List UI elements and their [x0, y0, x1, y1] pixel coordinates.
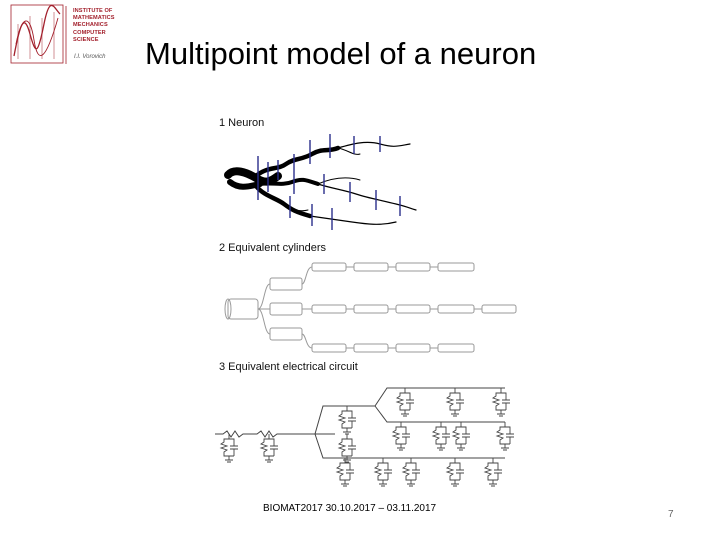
rc-unit — [445, 458, 464, 487]
institute-logo — [10, 4, 134, 66]
rc-unit — [445, 388, 464, 417]
panel-caption-neuron: 1 Neuron — [219, 117, 265, 129]
circuit-drawing — [215, 387, 514, 487]
logo-line: COMPUTER — [73, 29, 106, 36]
panel-caption-cylinders: 2 Equivalent cylinders — [219, 242, 327, 254]
logo-signature: I.I. Vorovich — [74, 54, 106, 60]
rc-unit — [431, 422, 450, 451]
cylinders-drawing — [224, 262, 517, 353]
panel-caption-circuit: 3 Equivalent electrical circuit — [219, 361, 358, 373]
neuron-drawing — [224, 134, 417, 230]
rc-unit — [337, 434, 356, 463]
page-number: 7 — [668, 509, 674, 520]
rc-unit — [395, 388, 414, 417]
rc-unit — [401, 458, 420, 487]
logo-line: MECHANICS — [73, 22, 108, 29]
rc-unit — [373, 458, 392, 487]
footer-text: BIOMAT2017 30.10.2017 – 03.11.2017 — [263, 503, 437, 514]
rc-unit — [337, 406, 356, 435]
logo-line: SCIENCE — [73, 36, 99, 43]
rc-unit — [335, 458, 354, 487]
logo-line: MATHEMATICS — [73, 15, 115, 22]
rc-unit — [219, 434, 238, 463]
rc-unit — [483, 458, 502, 487]
slide-title: Multipoint model of a neuron — [145, 36, 537, 71]
rc-unit — [451, 422, 470, 451]
logo-line: INSTITUTE OF — [73, 8, 113, 14]
rc-unit — [391, 422, 410, 451]
rc-unit — [495, 422, 514, 451]
rc-unit — [259, 434, 278, 463]
logo-text: INSTITUTE OF MATHEMATICS MECHANICS COMPU… — [73, 8, 133, 44]
logo-emblem-icon — [10, 4, 67, 64]
rc-unit — [491, 388, 510, 417]
